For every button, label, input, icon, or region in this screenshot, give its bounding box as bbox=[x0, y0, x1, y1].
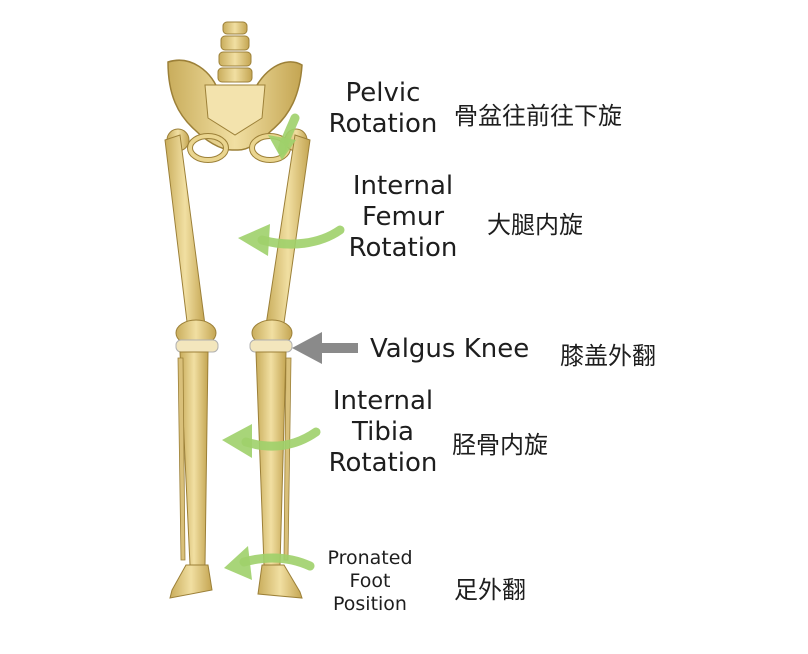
femur-label-line1: Internal bbox=[352, 171, 454, 201]
tibia-label-line2: Tibia bbox=[352, 417, 414, 448]
valgus-label: Valgus Knee bbox=[370, 334, 530, 364]
femur-label-zh: 大腿内旋 bbox=[487, 211, 583, 239]
pelvic-label-line2: Rotation bbox=[328, 109, 438, 140]
pelvic-label: Pelvic Rotation bbox=[318, 78, 448, 140]
foot-label-line2: Foot bbox=[349, 569, 391, 592]
spine bbox=[217, 21, 253, 83]
tibia-label-line1: Internal bbox=[332, 386, 434, 416]
foot-label: Pronated Foot Position bbox=[315, 547, 425, 615]
foot-label-line3: Position bbox=[333, 592, 407, 615]
pelvic-label-line1: Pelvic bbox=[345, 78, 421, 108]
pelvic-label-zh: 骨盆往前往下旋 bbox=[454, 102, 622, 130]
femur-rotation-arrow bbox=[238, 224, 345, 256]
valgus-knee-arrow bbox=[292, 332, 358, 364]
femur-label-line3: Rotation bbox=[348, 233, 458, 264]
valgus-label-zh: 膝盖外翻 bbox=[560, 342, 656, 370]
foot-right bbox=[257, 564, 303, 599]
femur-label: Internal Femur Rotation bbox=[333, 171, 473, 265]
femur-label-line2: Femur bbox=[361, 202, 445, 233]
tibia-right bbox=[255, 351, 292, 566]
foot-label-line1: Pronated bbox=[327, 547, 413, 569]
tibia-label-line3: Rotation bbox=[328, 448, 438, 479]
knees bbox=[175, 339, 293, 353]
tibia-label-zh: 胫骨内旋 bbox=[452, 431, 548, 459]
tibia-left bbox=[177, 351, 209, 566]
pelvic-rotation-arrow bbox=[268, 113, 300, 160]
tibia-rotation-arrow bbox=[222, 424, 321, 458]
foot-label-zh: 足外翻 bbox=[454, 576, 526, 604]
foot-left bbox=[169, 564, 213, 599]
foot-rotation-arrow bbox=[224, 546, 315, 580]
tibia-label: Internal Tibia Rotation bbox=[318, 386, 448, 480]
